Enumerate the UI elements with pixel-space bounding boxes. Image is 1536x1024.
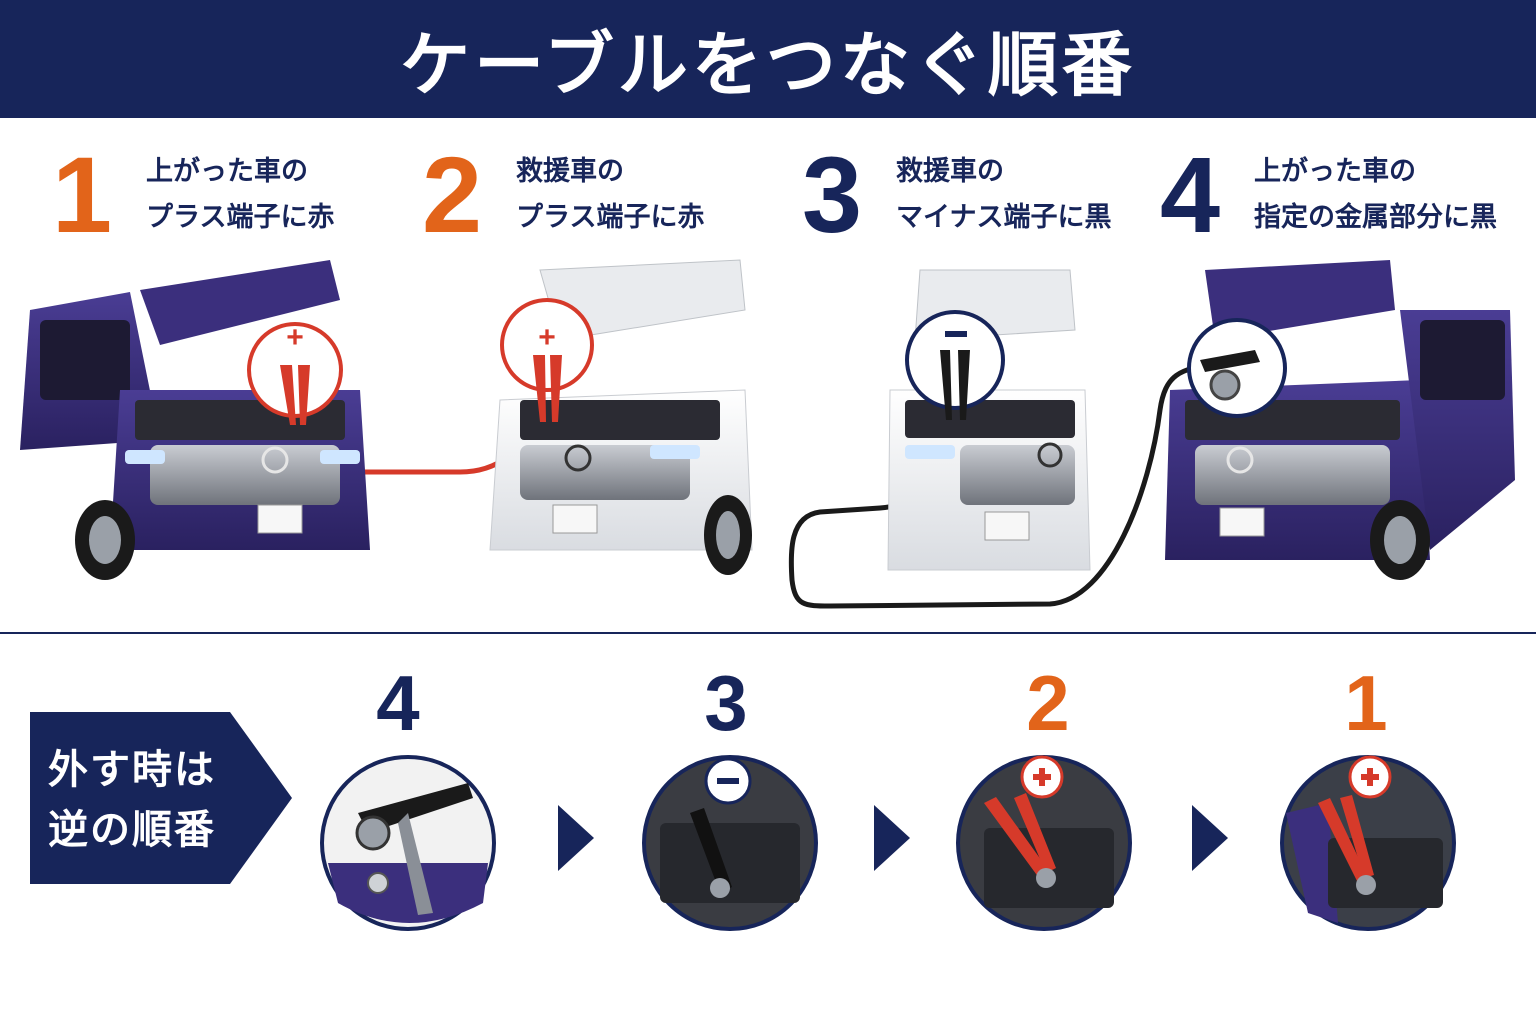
- step-number: 2: [421, 134, 483, 255]
- minus-marker: [945, 331, 967, 337]
- removal-step-1-image: [1280, 755, 1456, 931]
- removal-step-number: 4: [376, 659, 420, 747]
- chevron-right-icon: [558, 805, 594, 871]
- connection-illustration: + + −: [20, 259, 1515, 609]
- purple-car-icon: [1165, 260, 1515, 580]
- step-line-2: 指定の金属部分に黒: [1254, 202, 1497, 233]
- step-instruction: 救援車の プラス端子に赤: [516, 149, 704, 241]
- removal-step-4-image: [320, 755, 496, 931]
- removal-step-number: 2: [1026, 659, 1070, 747]
- step-number: 1: [51, 134, 113, 255]
- removal-label-line1: 外す時は: [48, 747, 216, 793]
- page-title: ケーブルをつなぐ順番: [400, 23, 1136, 106]
- removal-label: 外す時は 逆の順番: [30, 712, 292, 884]
- step-3: 3 救援車の マイナス端子に黒: [786, 134, 1112, 255]
- step-line-2: マイナス端子に黒: [896, 202, 1112, 233]
- chevron-right-icon: [874, 805, 910, 871]
- red-clamp-icon: [533, 355, 562, 422]
- step-instruction: 救援車の マイナス端子に黒: [896, 149, 1111, 241]
- plus-sign: +: [286, 321, 304, 354]
- step-instruction: 上がった車の プラス端子に赤: [146, 149, 334, 241]
- plus-sign: +: [538, 321, 556, 354]
- step-number: 3: [801, 134, 863, 255]
- removal-step-2-image: [956, 755, 1132, 931]
- red-clamp-icon: [280, 365, 310, 425]
- step-1: 1 上がった車の プラス端子に赤: [36, 134, 335, 255]
- step-line-1: 救援車の: [516, 156, 624, 187]
- removal-label-line2: 逆の順番: [48, 807, 216, 853]
- plus-marker: [1367, 768, 1373, 786]
- purple-car-icon: [20, 260, 370, 580]
- minus-marker: [717, 778, 739, 784]
- step-line-1: 上がった車の: [1254, 156, 1416, 187]
- chevron-right-icon: [1192, 805, 1228, 871]
- white-car-icon: [489, 259, 753, 575]
- step-line-1: 上がった車の: [146, 156, 308, 187]
- step-line-2: プラス端子に赤: [146, 202, 335, 233]
- step-instruction: 上がった車の 指定の金属部分に黒: [1254, 149, 1497, 241]
- white-car-icon: [887, 269, 1091, 571]
- title-banner: ケーブルをつなぐ順番: [0, 0, 1536, 118]
- step-4: 4 上がった車の 指定の金属部分に黒: [1144, 140, 1497, 250]
- step-line-1: 救援車の: [896, 156, 1004, 187]
- removal-step-number: 3: [704, 659, 748, 747]
- step-number: 4: [1159, 134, 1221, 255]
- plus-marker: [1039, 768, 1045, 786]
- black-clamp-icon: [940, 350, 970, 420]
- removal-step-3-image: [642, 755, 818, 931]
- step-line-2: プラス端子に赤: [516, 202, 705, 233]
- section-divider: [0, 632, 1536, 634]
- step-2: 2 救援車の プラス端子に赤: [406, 134, 705, 255]
- black-clamp-icon: [1200, 350, 1260, 372]
- removal-step-number: 1: [1344, 659, 1388, 747]
